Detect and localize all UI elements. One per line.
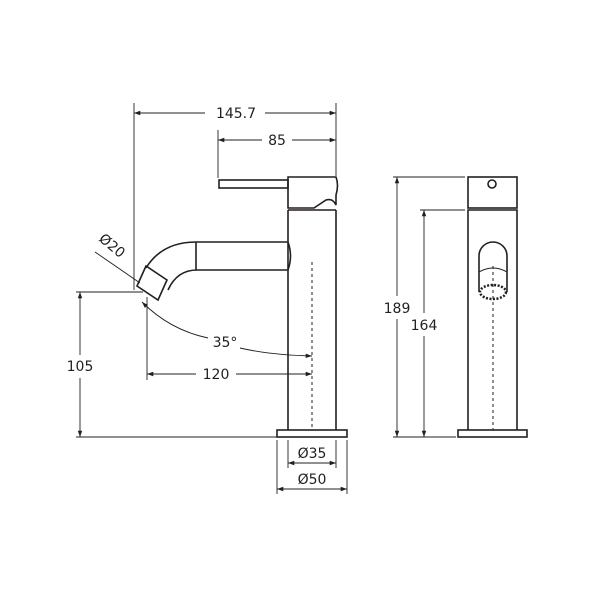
lever-handle [218,179,289,189]
side-view: 189 164 [384,176,528,438]
dimension-spout-angle: 35° [213,335,238,351]
spout-outlet [135,264,169,302]
lever-pivot-icon [487,179,497,189]
front-view: 145.7 85 Ø20 105 35° 120 Ø35 Ø50 [67,103,348,494]
side-lever-head [467,176,518,209]
side-body [467,209,518,430]
dimension-lever-length: 85 [268,133,286,149]
dimension-body-height: 164 [411,318,438,334]
base-plate [276,429,348,438]
dimension-overall-height: 189 [384,301,411,317]
spout [145,241,292,291]
dimension-base-diameter: Ø50 [298,472,327,488]
lever-head [287,176,339,209]
body [287,210,337,430]
side-base-plate [457,429,528,438]
dimension-overall-reach: 145.7 [216,106,256,122]
dimension-spout-reach: 120 [203,367,230,383]
dimension-outlet-diameter: Ø20 [95,231,127,262]
dimension-outlet-height: 105 [67,359,94,375]
side-spout [478,241,508,292]
dimension-body-diameter: Ø35 [298,446,327,462]
